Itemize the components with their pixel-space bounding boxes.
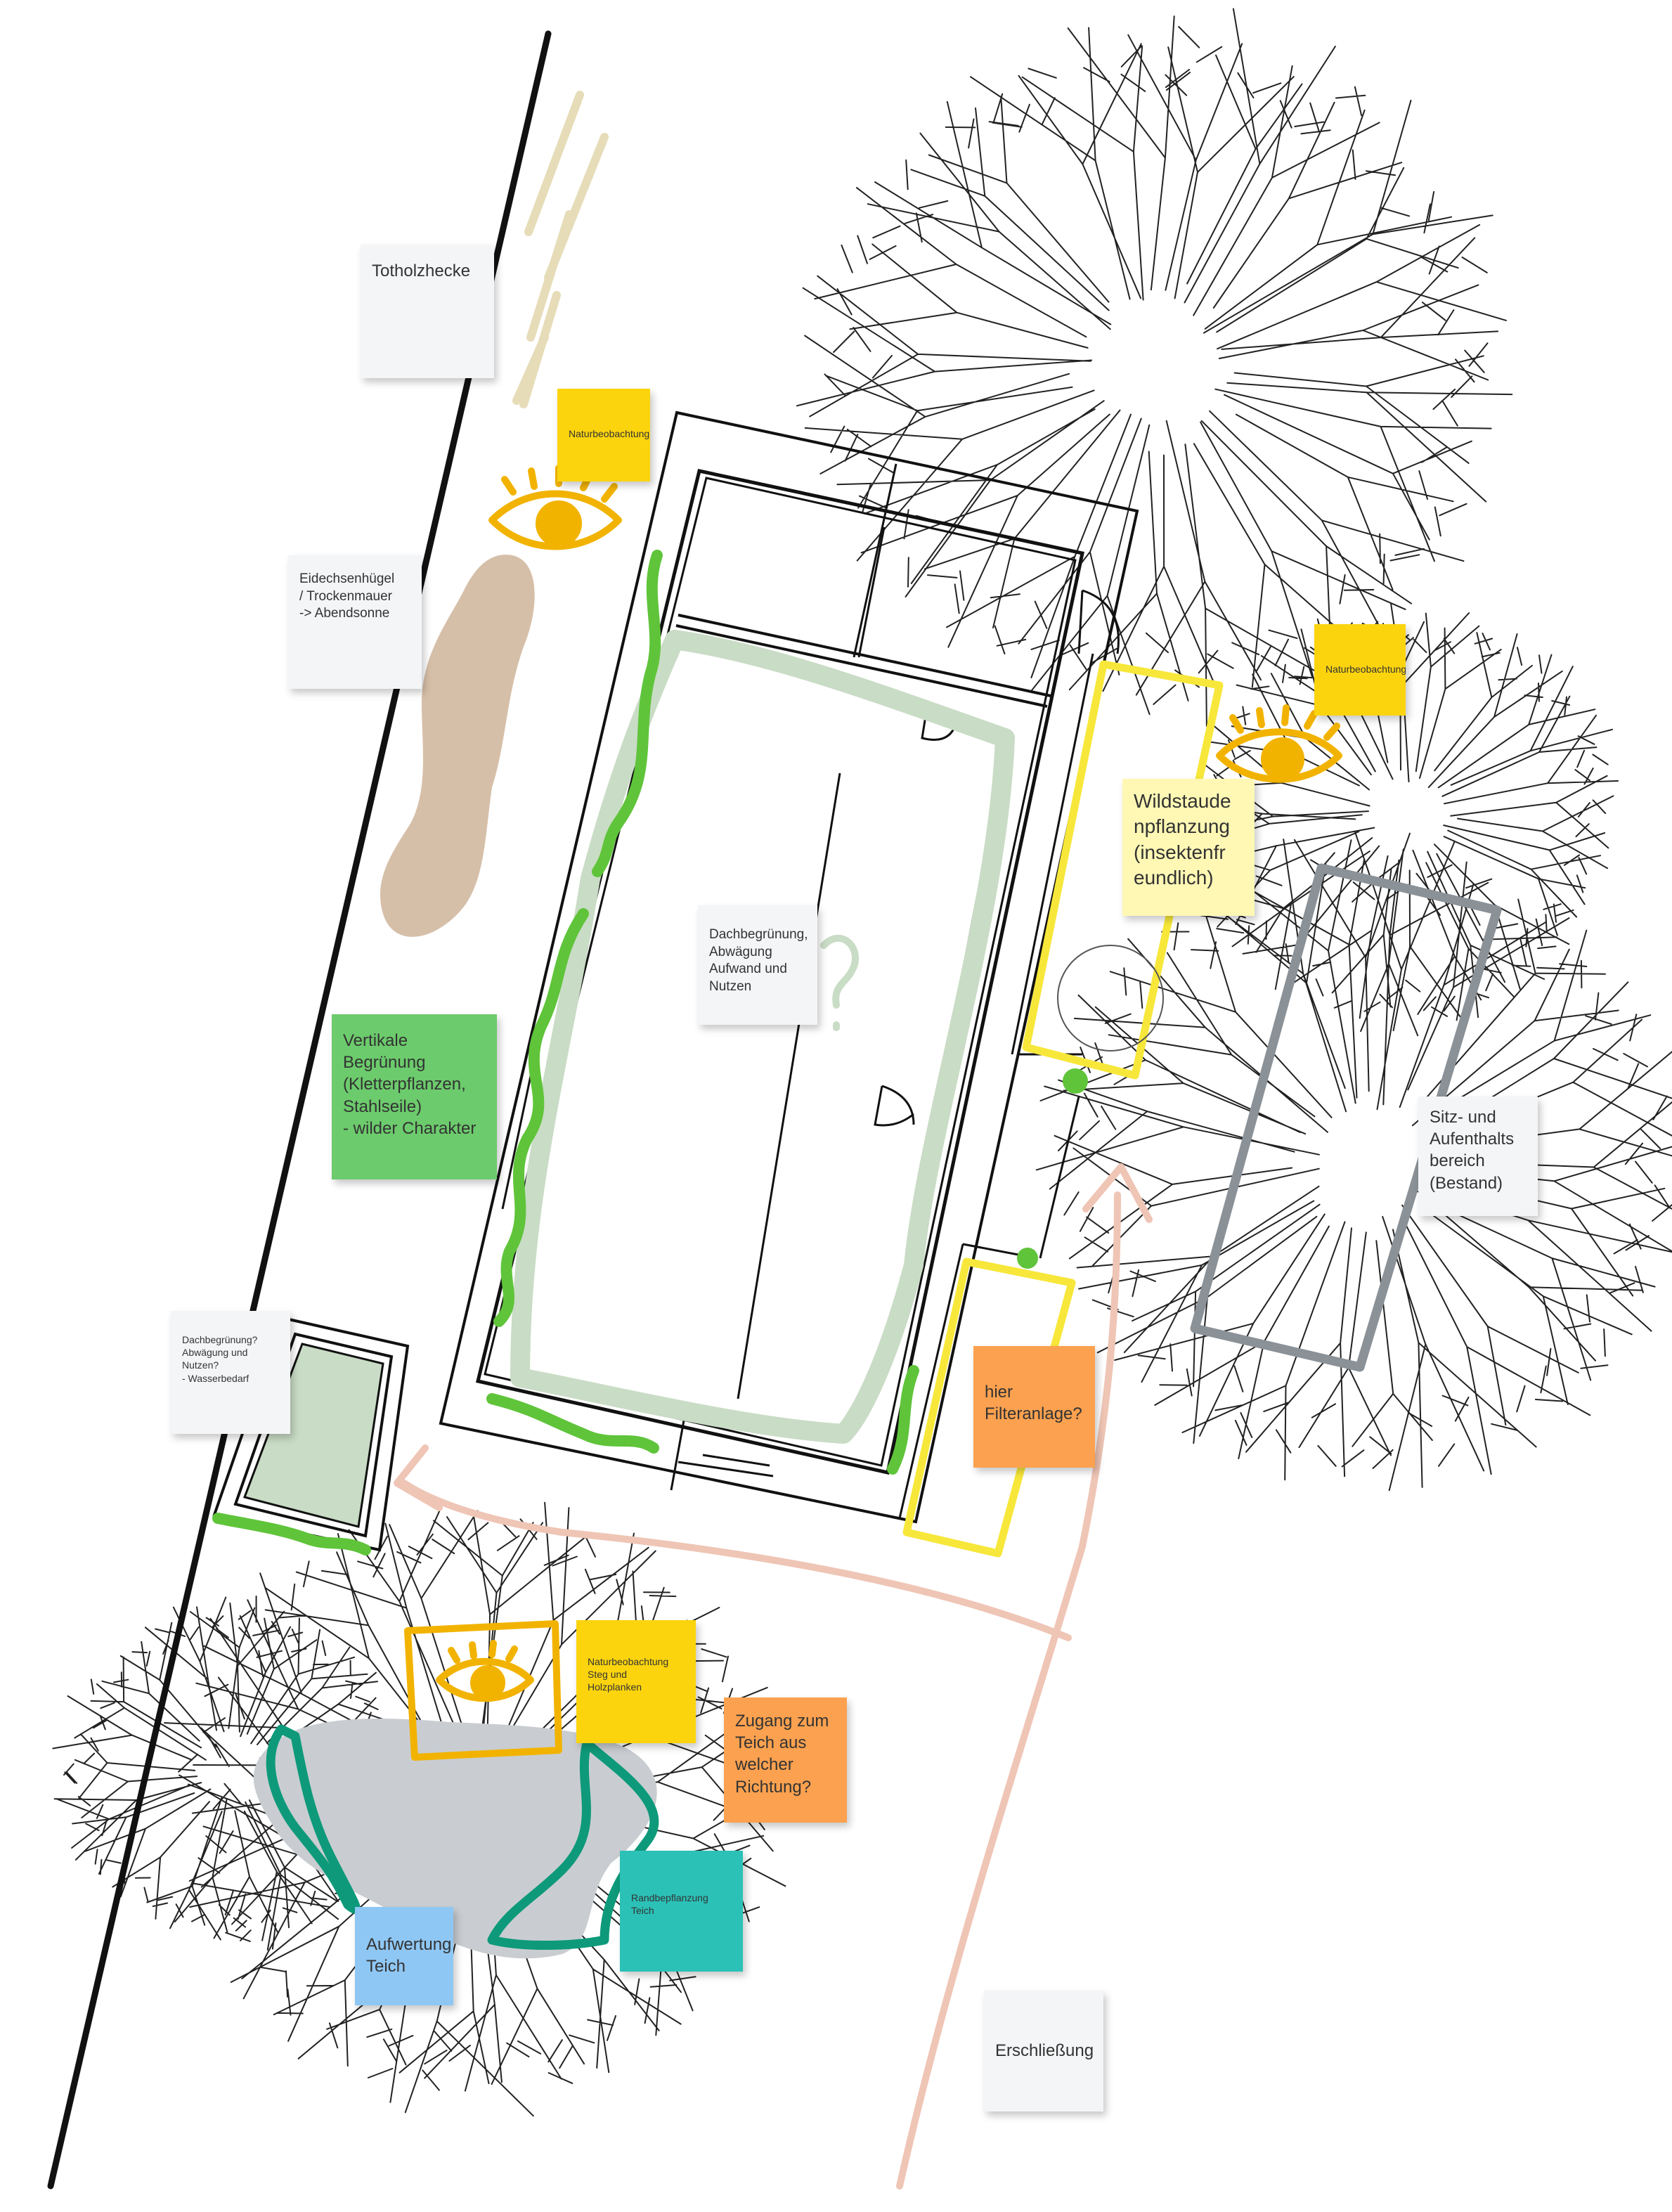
note-dachbegruenung-main[interactable]: Dachbegrünung, Abwägung Aufwand und Nutz… [698, 905, 817, 1025]
existing-tree-circle [1057, 945, 1164, 1052]
note-filteranlage[interactable]: hier Filteranlage? [973, 1346, 1095, 1468]
note-vertikale-begruenung[interactable]: Vertikale Begrünung (Kletterpflanzen, St… [332, 1014, 497, 1179]
note-sitzbereich[interactable]: Sitz- und Aufenthalts bereich (Bestand) [1418, 1097, 1538, 1216]
green-dot-2 [1017, 1248, 1038, 1269]
green-dot-1 [1063, 1068, 1088, 1094]
question-mark-glyph [820, 934, 859, 1031]
roof-greening-outline [510, 630, 1015, 1444]
note-uferbepflanzung[interactable]: Randbepflanzung Teich [620, 1851, 743, 1972]
tree-canopy-1 [796, 8, 1513, 727]
note-naturbeobachtung-1[interactable]: Naturbeobachtung [557, 389, 650, 481]
pond-area [253, 1719, 657, 1959]
pond-edge-planting [266, 1724, 659, 1950]
note-totholzhecke[interactable]: Totholzhecke [361, 245, 494, 378]
note-naturbeobachtung-2[interactable]: Naturbeobachtung [1314, 624, 1406, 716]
planting-beds [902, 660, 1224, 1558]
note-naturbeobachtung-steg[interactable]: Naturbeobachtung Steg und Holzplanken [576, 1620, 696, 1743]
access-arrows [394, 1163, 1153, 2190]
note-aufwertung-teich[interactable]: Aufwertung Teich [355, 1907, 453, 2005]
green-hedges [212, 550, 919, 1555]
observation-eyes [404, 465, 1342, 1761]
lizard-mound [380, 555, 535, 937]
seating-area-outline [1190, 863, 1502, 1372]
small-building [212, 1316, 410, 1552]
note-wildstauden[interactable]: Wildstaude npflanzung (insektenfr eundli… [1122, 779, 1255, 916]
deadwood-hedge-strokes [512, 91, 609, 408]
note-dachbegruenung-small[interactable]: Dachbegrünung? Abwägung und Nutzen? - Wa… [171, 1311, 290, 1434]
note-zugang-teich[interactable]: Zugang zum Teich aus welcher Richtung? [724, 1697, 847, 1823]
note-erschliessung[interactable]: Erschließung [984, 1991, 1103, 2111]
property-boundary-line [47, 30, 552, 2190]
tree-canopy-3 [1035, 830, 1672, 1492]
note-eidechsenhuegel[interactable]: Eidechsenhügel / Trockenmauer -> Abendso… [288, 555, 422, 689]
